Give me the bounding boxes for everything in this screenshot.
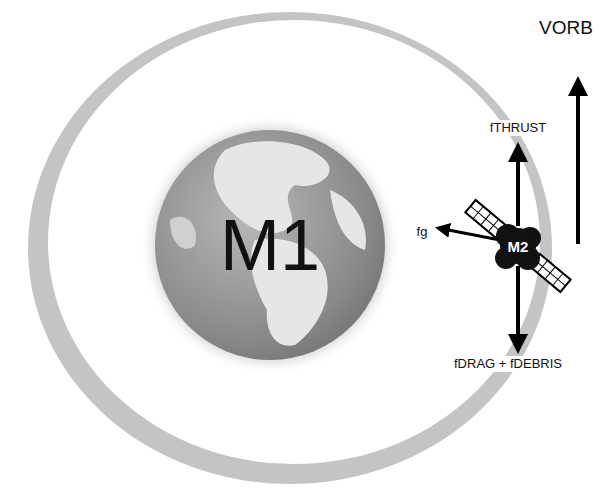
satellite-body xyxy=(495,224,541,270)
velocity-label: VORB xyxy=(537,17,595,40)
mass-label: M1 xyxy=(220,209,320,281)
satellite-mass-label: M2 xyxy=(508,239,529,254)
planet-circle: M1 xyxy=(155,130,385,360)
force-label: fg xyxy=(415,224,430,240)
velocity-arrow xyxy=(576,80,580,244)
force-label: fDRAG + fDEBRIS xyxy=(452,356,564,372)
solar-panels xyxy=(465,200,570,292)
drag-arrow xyxy=(516,266,520,350)
orbit-ring xyxy=(28,12,552,484)
thrust-arrow xyxy=(516,146,520,226)
satellite-circle: M2 xyxy=(500,228,536,264)
force-label: fTHRUST xyxy=(488,120,548,136)
earth-glow xyxy=(140,115,400,375)
